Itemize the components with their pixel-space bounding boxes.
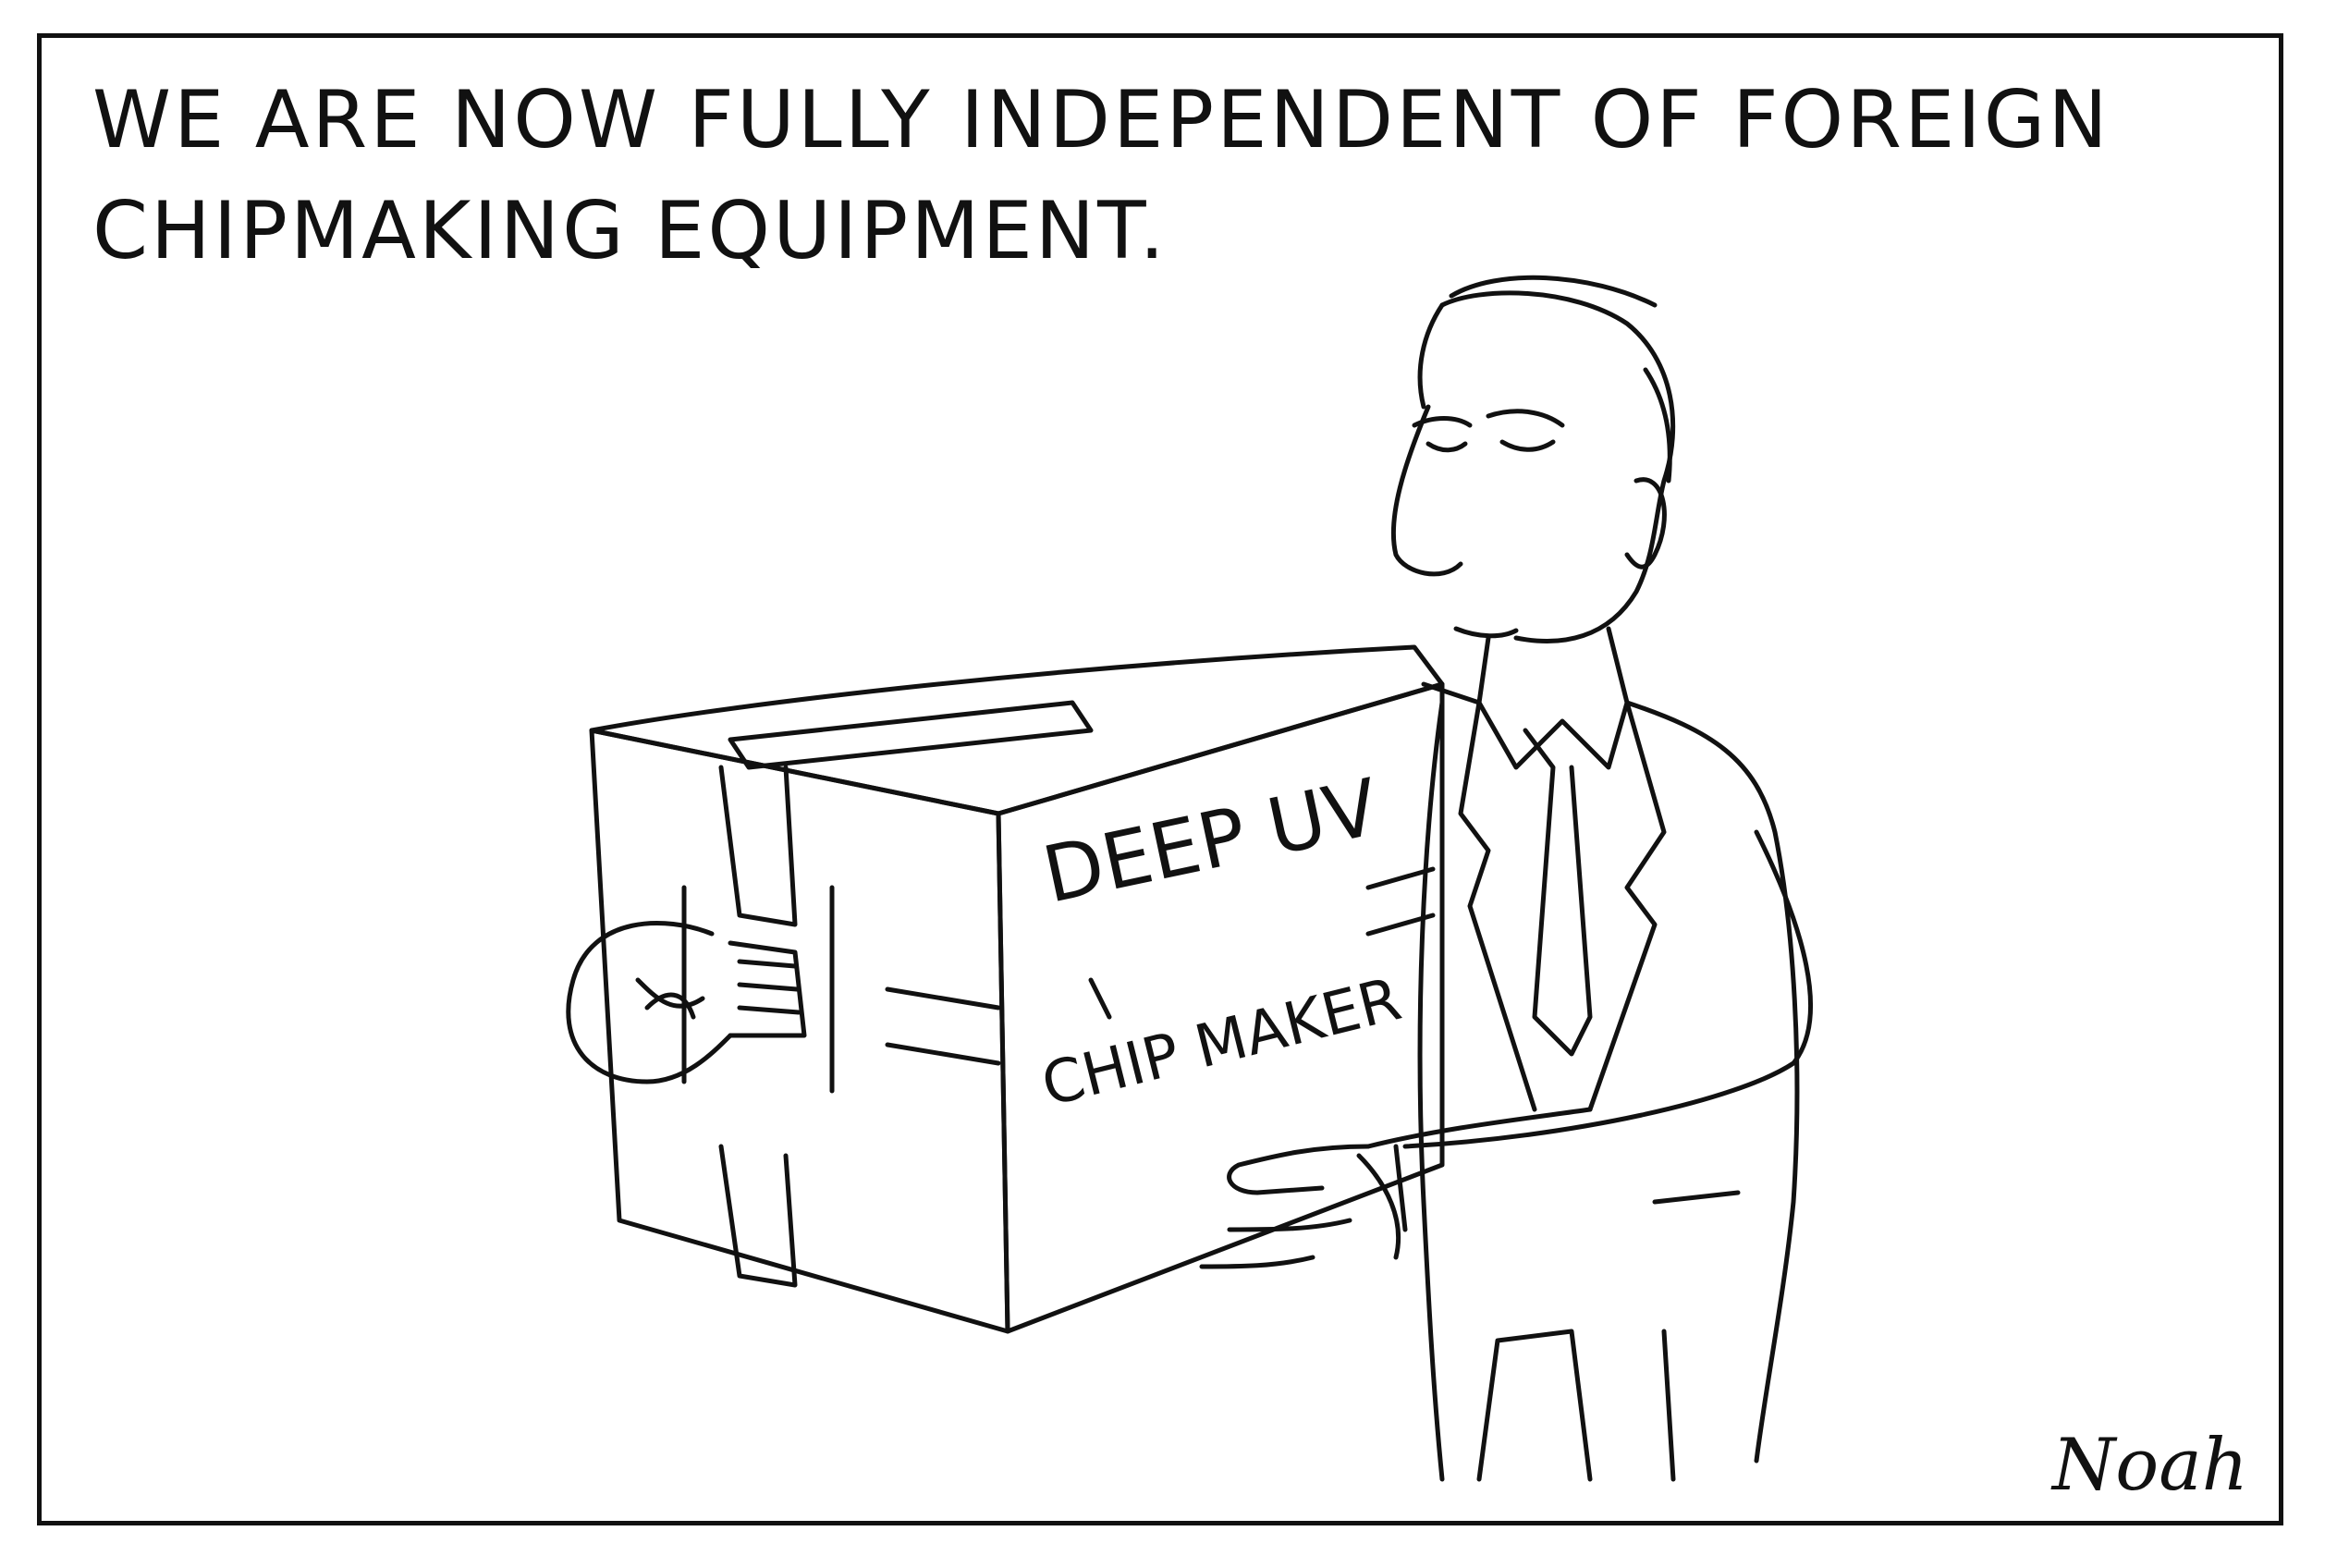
artist-signature: Noah [2052, 1424, 2248, 1507]
caption-text: WE ARE NOW FULLY INDEPENDENT OF FOREIGN … [92, 74, 2111, 277]
cardboard-box [589, 644, 1445, 1334]
cartoon-panel [37, 33, 2283, 1525]
man-figure [1199, 275, 1813, 1482]
light-bulb-icon [566, 921, 807, 1084]
